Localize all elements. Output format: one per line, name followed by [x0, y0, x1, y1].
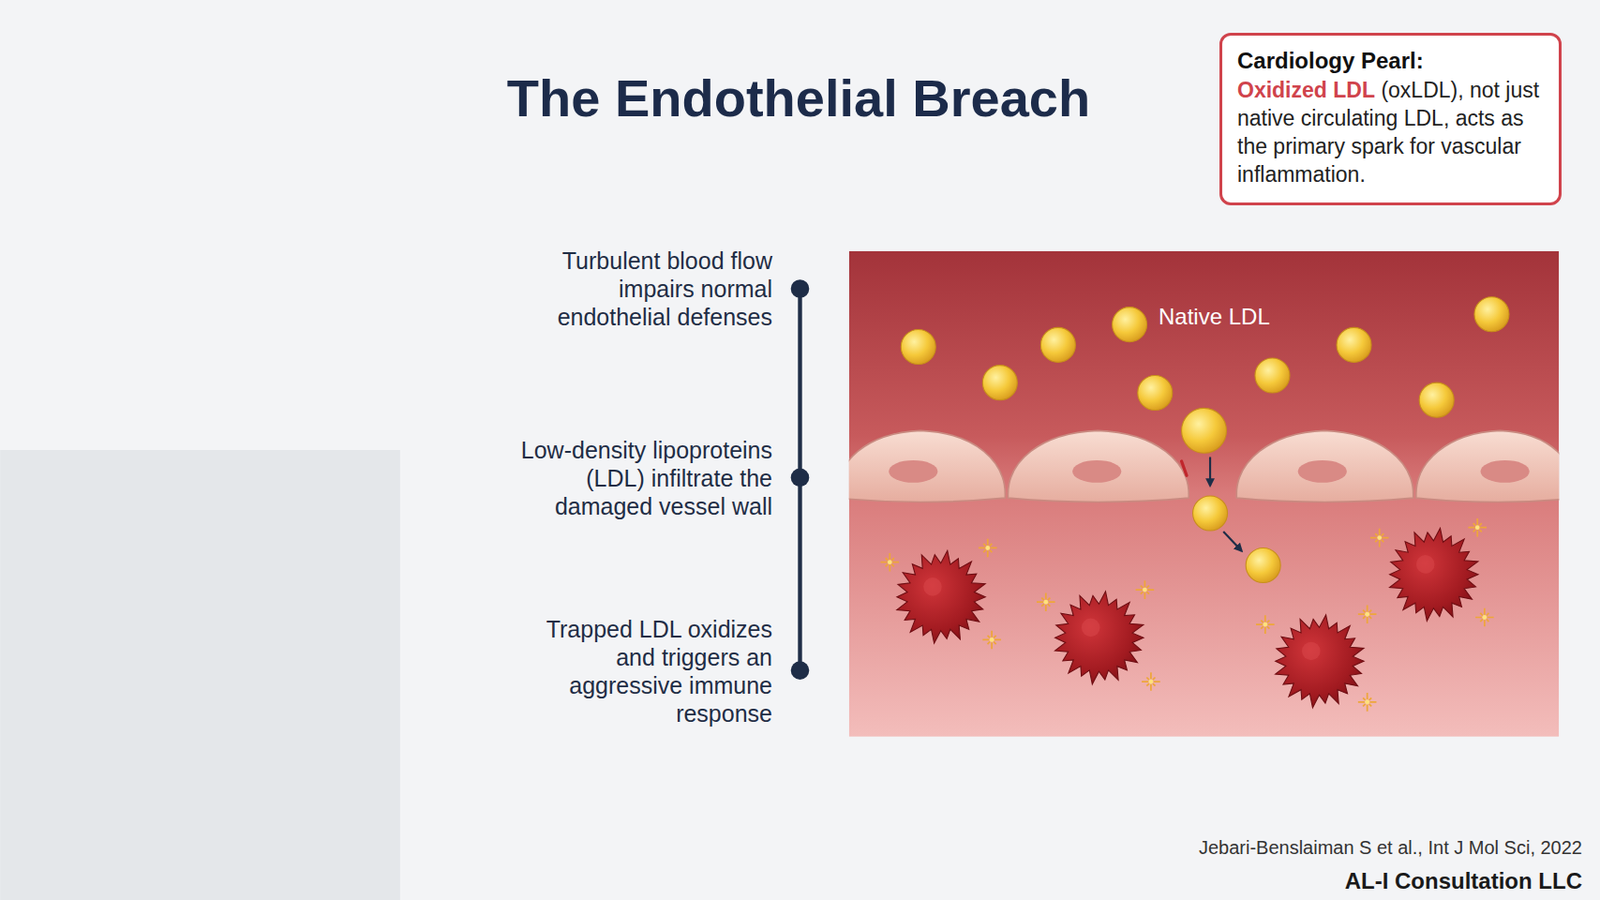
inflammation-spark	[880, 553, 899, 572]
immune-cell	[897, 550, 986, 643]
inflammation-spark	[880, 518, 1494, 712]
immune-cell	[1275, 614, 1364, 708]
movement-arrow	[1209, 457, 1212, 486]
inflammation-spark	[1036, 592, 1056, 612]
inflammation-spark	[1136, 580, 1155, 599]
timeline	[791, 660, 810, 680]
inflammation-spark	[1376, 535, 1382, 540]
inflammation-spark	[1475, 608, 1495, 628]
endothelial-cell	[1181, 461, 1187, 476]
timeline	[791, 279, 810, 680]
endothelial-cell	[1072, 460, 1122, 483]
immune-cell	[1416, 554, 1436, 574]
inflammation-spark	[887, 559, 893, 565]
ldl-particle	[1336, 327, 1372, 362]
step-text: Low-density lipoproteins (LDL) infiltrat…	[505, 435, 773, 521]
vessel-illustration	[849, 251, 1560, 737]
grey-panel	[0, 449, 401, 900]
immune-cell	[1055, 591, 1144, 685]
inflammation-spark	[985, 545, 990, 551]
inflammation-spark	[1467, 518, 1487, 538]
inflammation-spark	[1475, 524, 1481, 530]
timeline	[791, 468, 810, 488]
ldl-particle	[1245, 547, 1281, 583]
callout-body: Oxidized LDL(oxLDL), not just native cir…	[1237, 76, 1544, 190]
inflammation-spark	[1142, 587, 1148, 593]
endothelial-cell	[1007, 430, 1189, 502]
inflammation-spark	[1043, 599, 1048, 605]
movement-arrow	[1223, 531, 1242, 552]
slide-title: The Endothelial Breach	[507, 68, 1091, 129]
watermark: AL-I Consultation LLC	[1345, 867, 1583, 896]
inflammation-spark	[1141, 672, 1161, 691]
endothelial-cell	[1298, 460, 1347, 483]
inflammation-spark	[1358, 692, 1377, 712]
inflammation-spark	[1149, 679, 1154, 685]
immune-cell	[1390, 527, 1479, 621]
inflammation-spark	[1370, 528, 1390, 548]
inflammation-spark	[1364, 699, 1370, 704]
inflammation-spark	[1481, 614, 1487, 620]
ldl-particle	[1474, 297, 1510, 332]
endothelial-cell	[1416, 430, 1559, 502]
citation: Jebari-Benslaiman S et al., Int J Mol Sc…	[1198, 836, 1583, 859]
step-text: Trapped LDL oxidizes and triggers an agg…	[505, 614, 773, 728]
inflammation-spark	[1256, 614, 1275, 634]
movement-arrow	[1210, 457, 1242, 552]
ldl-particle	[1137, 375, 1173, 411]
inflammation-spark	[989, 637, 995, 643]
immune-cell	[897, 527, 1479, 707]
ldl-particle	[1181, 407, 1227, 453]
immune-cell	[923, 577, 943, 597]
ldl-particle	[1419, 382, 1454, 418]
immune-cell	[1081, 618, 1101, 638]
inflammation-spark	[978, 538, 998, 558]
endothelial-cell	[849, 430, 1006, 502]
immune-cell	[1301, 642, 1321, 661]
ldl-particle	[982, 365, 1017, 401]
endothelial-cell	[1236, 430, 1413, 502]
particle-label: Native LDL	[1158, 303, 1271, 331]
callout-heading: Cardiology Pearl:	[1237, 46, 1544, 75]
endothelial-cell	[1480, 460, 1529, 483]
endothelial-cell	[888, 460, 938, 483]
inflammation-spark	[1364, 612, 1370, 617]
ldl-particle	[1040, 327, 1076, 362]
ldl-particle	[900, 329, 936, 365]
ldl-particle	[1193, 495, 1228, 531]
inflammation-spark	[1262, 622, 1268, 628]
ldl-particle	[1112, 307, 1148, 343]
inflammation-spark	[1358, 604, 1377, 624]
ldl-particle	[1255, 358, 1290, 393]
callout-box: Cardiology Pearl:Oxidized LDL(oxLDL), no…	[1219, 32, 1562, 206]
highlight-term: Oxidized LDL	[1237, 77, 1376, 103]
timeline	[791, 279, 810, 299]
step-text: Turbulent blood flow impairs normal endo…	[505, 246, 773, 331]
inflammation-spark	[982, 630, 1002, 650]
